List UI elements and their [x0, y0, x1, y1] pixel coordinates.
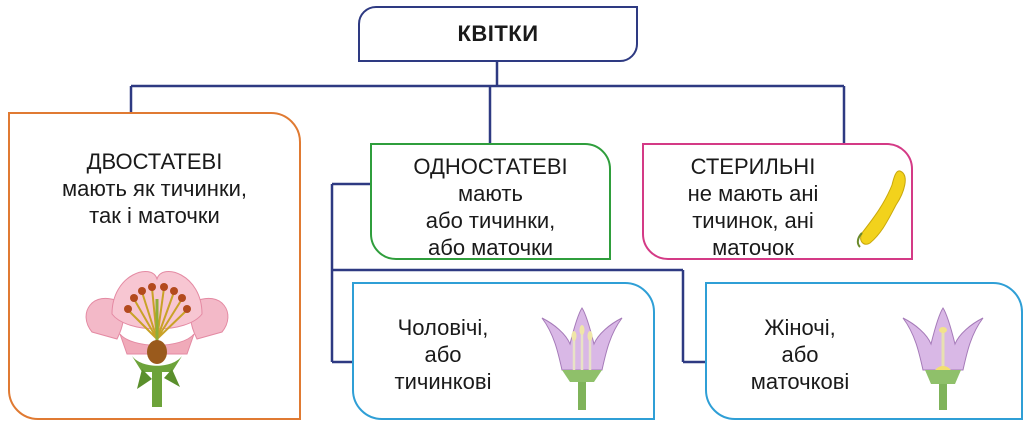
card-line: мають: [458, 181, 523, 206]
card-cholovichi-text: Чоловічі, або тичинкові: [368, 314, 518, 395]
bisexual-flower-image: [85, 271, 229, 407]
root-node: КВІТКИ: [358, 6, 638, 62]
card-odnostatevi: ОДНОСТАТЕВІ мають або тичинки, або маточ…: [370, 143, 611, 260]
card-line: маточкові: [750, 369, 850, 394]
card-line: мають як тичинки,: [62, 176, 247, 201]
card-line: так і маточки: [89, 203, 220, 228]
card-cholovichi: Чоловічі, або тичинкові: [352, 282, 655, 420]
card-line: тичинкові: [394, 369, 492, 394]
card-line: або: [781, 342, 819, 367]
sterile-petal-image: [856, 170, 906, 248]
card-line: або: [424, 342, 462, 367]
card-odnostatevi-text: ОДНОСТАТЕВІ мають або тичинки, або маточ…: [372, 153, 609, 261]
root-label: КВІТКИ: [457, 21, 539, 46]
card-line: або тичинки,: [425, 208, 556, 233]
card-line: маточок: [712, 235, 794, 260]
card-dvostatevi: ДВОСТАТЕВІ мають як тичинки, так і маточ…: [8, 112, 301, 420]
card-sterylni-text: СТЕРИЛЬНІ не мають ані тичинок, ані мато…: [658, 153, 848, 261]
card-sterylni: СТЕРИЛЬНІ не мають ані тичинок, ані мато…: [642, 143, 913, 260]
pistillate-flower-image: [902, 307, 984, 410]
card-zhinochi-text: Жіночі, або маточкові: [725, 314, 875, 395]
card-zhinochi: Жіночі, або маточкові: [705, 282, 1023, 420]
card-title: СТЕРИЛЬНІ: [690, 154, 816, 179]
card-line: не мають ані: [687, 181, 819, 206]
card-line: тичинок, ані: [692, 208, 814, 233]
card-dvostatevi-text: ДВОСТАТЕВІ мають як тичинки, так і маточ…: [10, 148, 299, 229]
staminate-flower-image: [541, 307, 623, 410]
card-title: ДВОСТАТЕВІ: [86, 149, 223, 174]
card-title: Жіночі,: [764, 315, 836, 340]
card-line: або маточки: [427, 235, 554, 260]
card-title: ОДНОСТАТЕВІ: [413, 154, 568, 179]
card-title: Чоловічі,: [397, 315, 489, 340]
